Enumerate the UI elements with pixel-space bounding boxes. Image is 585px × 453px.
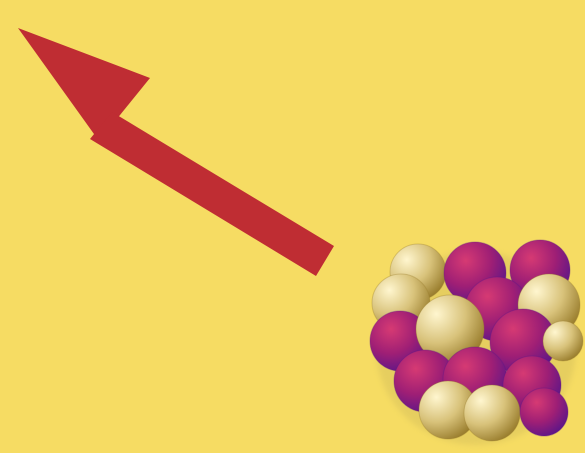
neutron — [543, 321, 583, 361]
neutron — [464, 385, 520, 441]
proton — [520, 388, 568, 436]
